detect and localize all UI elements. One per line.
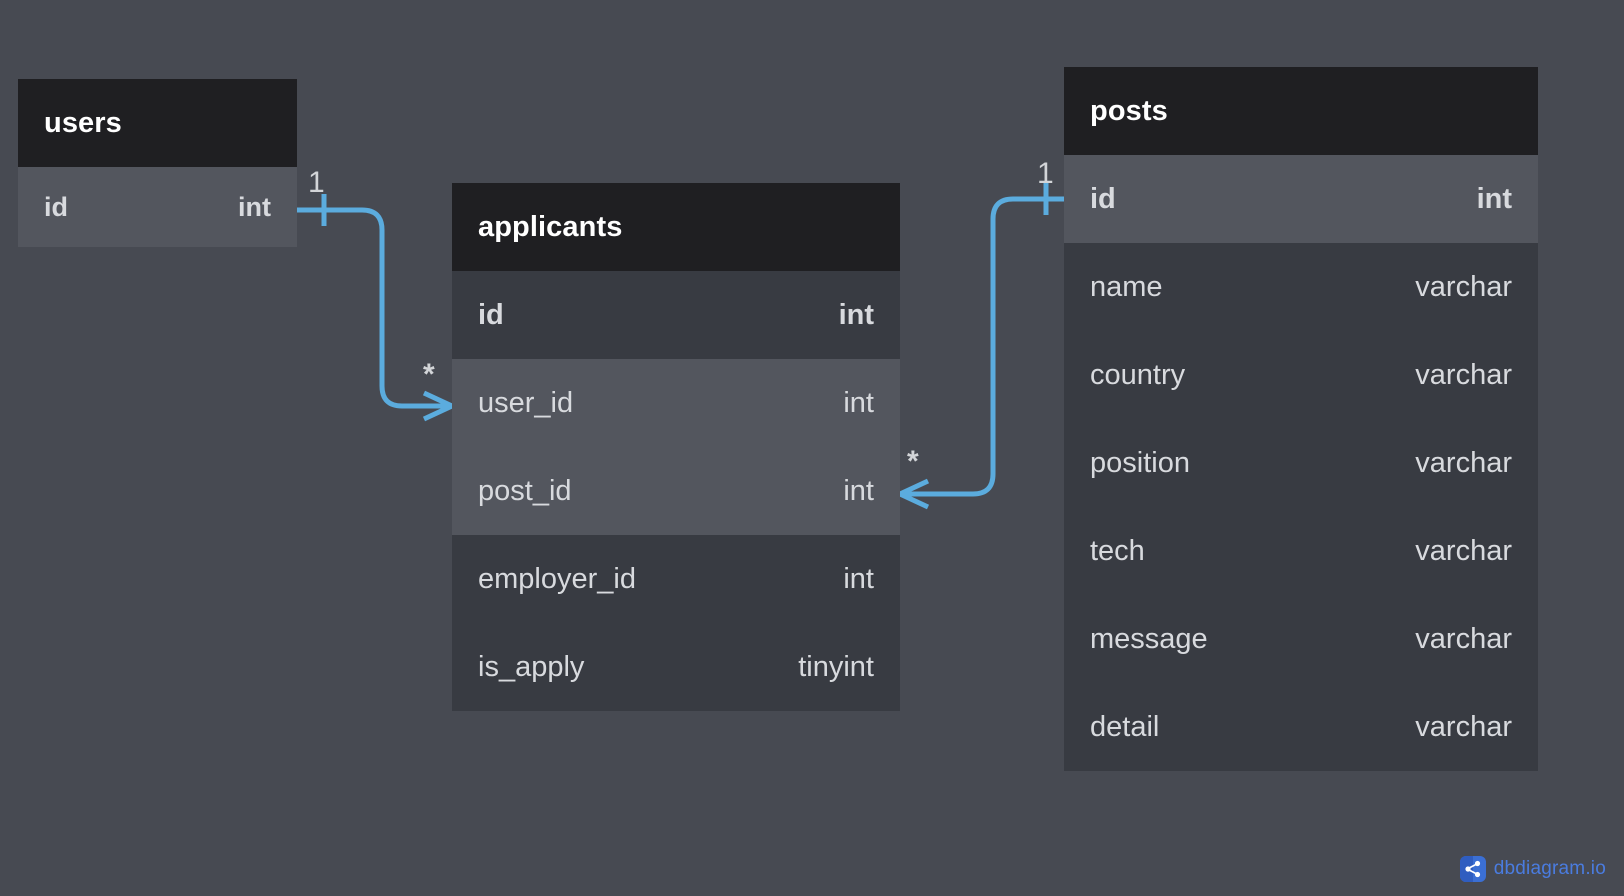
- field-name: id: [478, 298, 504, 331]
- table-applicants[interactable]: applicants id int user_id int post_id in…: [452, 183, 900, 711]
- field-type: int: [843, 386, 874, 419]
- table-row[interactable]: is_apply tinyint: [452, 623, 900, 711]
- field-type: varchar: [1415, 534, 1512, 567]
- relationship-posts-applicants: [898, 183, 1064, 510]
- field-name: tech: [1090, 534, 1145, 567]
- field-type: tinyint: [798, 650, 874, 683]
- table-header-users[interactable]: users: [18, 79, 297, 167]
- table-title-posts: posts: [1090, 94, 1168, 127]
- watermark-label: dbdiagram.io: [1493, 858, 1606, 879]
- table-row[interactable]: position varchar: [1064, 419, 1538, 507]
- table-row[interactable]: user_id int: [452, 359, 900, 447]
- field-name: position: [1090, 446, 1190, 479]
- field-type: varchar: [1415, 270, 1512, 303]
- table-title-users: users: [44, 106, 122, 139]
- table-row[interactable]: message varchar: [1064, 595, 1538, 683]
- table-title-applicants: applicants: [478, 210, 623, 243]
- cardinality-label-applicants-many-post: *: [907, 445, 919, 478]
- field-name: id: [44, 191, 68, 222]
- cardinality-label-applicants-many-user: *: [423, 358, 435, 391]
- cardinality-label-users-one: 1: [308, 166, 325, 199]
- field-name: employer_id: [478, 562, 636, 595]
- table-row[interactable]: id int: [452, 271, 900, 359]
- field-name: detail: [1090, 710, 1160, 743]
- share-nodes-icon: [1459, 856, 1486, 882]
- table-row[interactable]: detail varchar: [1064, 683, 1538, 771]
- table-row[interactable]: name varchar: [1064, 243, 1538, 331]
- field-name: post_id: [478, 474, 572, 507]
- cardinality-label-posts-one: 1: [1037, 157, 1054, 190]
- table-row[interactable]: id int: [18, 167, 297, 247]
- field-name: id: [1090, 182, 1116, 215]
- field-name: is_apply: [478, 650, 585, 683]
- field-type: int: [843, 474, 874, 507]
- table-row[interactable]: employer_id int: [452, 535, 900, 623]
- field-type: varchar: [1415, 358, 1512, 391]
- field-type: varchar: [1415, 622, 1512, 655]
- field-name: user_id: [478, 386, 574, 419]
- table-row[interactable]: country varchar: [1064, 331, 1538, 419]
- field-type: int: [843, 562, 874, 595]
- table-row[interactable]: post_id int: [452, 447, 900, 535]
- table-posts[interactable]: posts id int name varchar country varcha…: [1064, 67, 1538, 771]
- table-row[interactable]: id int: [1064, 155, 1538, 243]
- field-type: varchar: [1415, 710, 1512, 743]
- field-name: country: [1090, 358, 1186, 391]
- field-name: name: [1090, 270, 1163, 303]
- field-type: varchar: [1415, 446, 1512, 479]
- field-type: int: [238, 191, 271, 222]
- field-type: int: [838, 298, 874, 331]
- table-row[interactable]: tech varchar: [1064, 507, 1538, 595]
- table-users[interactable]: users id int: [18, 79, 297, 247]
- field-type: int: [1476, 182, 1512, 215]
- table-header-applicants[interactable]: applicants: [452, 183, 900, 271]
- field-name: message: [1090, 622, 1208, 655]
- table-header-posts[interactable]: posts: [1064, 67, 1538, 155]
- dbdiagram-watermark[interactable]: dbdiagram.io: [1459, 856, 1606, 882]
